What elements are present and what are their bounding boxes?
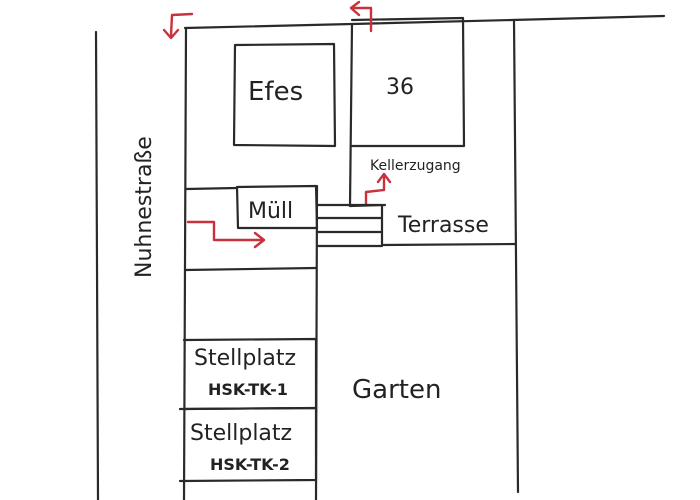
entrance-arrow-right-head <box>349 0 361 17</box>
property-right-wall <box>512 18 520 494</box>
basement-access-arrow <box>364 174 386 206</box>
efes-label: Efes <box>248 77 303 107</box>
parking-2-title: Stellplatz <box>190 421 292 446</box>
basement-access-arrowhead <box>376 172 392 184</box>
waste-label: Müll <box>248 199 293 224</box>
stairs <box>315 203 384 248</box>
waste-access-arrowhead <box>253 231 266 249</box>
lower-building-top <box>184 186 239 191</box>
street-line <box>94 30 100 500</box>
basement-access-label: Kellerzugang <box>370 158 461 174</box>
building-cross-line <box>183 266 318 272</box>
garden-label: Garten <box>352 375 441 405</box>
building-divider-wall <box>348 22 354 208</box>
terrace-bottom-line <box>380 242 518 247</box>
building-left-wall <box>182 26 188 500</box>
house-number-label: 36 <box>386 75 414 100</box>
waste-access-arrow <box>186 220 264 242</box>
terrace-top-line <box>348 203 387 208</box>
entrance-arrow-left <box>169 12 194 38</box>
entrance-arrow-left-head <box>162 28 180 40</box>
entrance-arrow-right <box>351 6 373 33</box>
house-36-room <box>350 16 466 148</box>
efes-room <box>232 42 337 148</box>
parking-1-title: Stellplatz <box>194 346 296 371</box>
street-label: Nuhnestraße <box>132 136 157 278</box>
parking-2-code: HSK-TK-2 <box>210 455 290 474</box>
terrace-label: Terrasse <box>397 213 489 238</box>
parking-1-code: HSK-TK-1 <box>208 380 288 399</box>
parking-spot-2 <box>178 406 318 483</box>
top-boundary-line <box>183 14 666 30</box>
